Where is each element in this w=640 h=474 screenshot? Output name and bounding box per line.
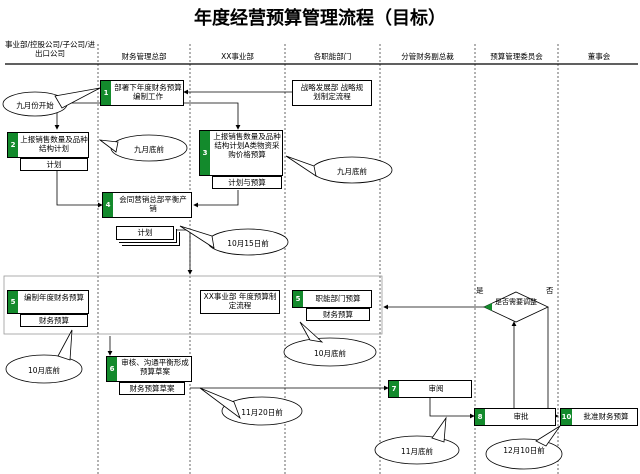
step-5a-label: 编制年度财务预算 [24, 293, 84, 302]
step-5b-label: 职能部门预算 [315, 294, 361, 303]
step-2-doc: 计划 [20, 158, 88, 171]
step-6-number: 6 [107, 357, 117, 381]
step-4-doc: 计划 [116, 226, 174, 240]
lane-header-functional-depts: 各职能部门 [313, 52, 352, 61]
decision-label: 是否需要调整 [495, 298, 537, 306]
xx-budget-process-box [200, 290, 280, 314]
note-nov-end: 11月底前 [400, 447, 434, 456]
step-6-box [106, 356, 192, 382]
step-8-label: 审批 [513, 412, 529, 421]
decision-no-label: 否 [546, 286, 554, 295]
note-oct-end-2: 10月底前 [313, 349, 347, 358]
note-oct-end-1: 10月底前 [27, 366, 61, 375]
step-5a-number: 5 [8, 291, 18, 313]
step-2-box [7, 132, 89, 158]
step-3-box [199, 130, 283, 176]
step-4-number: 4 [103, 193, 113, 217]
step-10-box [560, 408, 638, 426]
step-1-number: 1 [101, 81, 111, 105]
step-8-box [474, 408, 556, 426]
step-5a-box [7, 290, 89, 314]
strategy-process-box [292, 80, 372, 106]
note-dec-10: 12月10日前 [503, 446, 545, 455]
lane-header-finance-hq: 财务管理总部 [121, 52, 167, 61]
step-7-box [388, 380, 472, 398]
note-sep-start: 九月份开始 [16, 101, 54, 110]
step-6-label: 审核、沟通平衡形成预算草案 [121, 358, 189, 376]
note-oct-15: 10月15日前 [227, 239, 269, 248]
step-5b-box [292, 290, 372, 308]
lane-header-board: 董事会 [587, 52, 611, 61]
step-8-number: 8 [475, 409, 485, 425]
step-5b-number: 5 [293, 291, 303, 307]
step-1-label: 部署下年度财务预算编制工作 [114, 83, 182, 101]
step-5a-doc: 财务预算 [20, 314, 88, 327]
lane-header-xx-division: XX事业部 [221, 52, 254, 61]
note-sep-end-1: 九月底前 [134, 145, 164, 154]
diagram-title: 年度经营预算管理流程（目标） [194, 8, 446, 29]
note-nov-20: 11月20日前 [241, 408, 283, 417]
xx-budget-process-label: XX事业部 年度预算制定流程 [203, 292, 277, 310]
step-3-doc: 计划与预算 [212, 176, 282, 189]
note-sep-end-2: 九月底前 [337, 167, 367, 176]
step-2-number: 2 [8, 133, 18, 157]
lane-header-finance-vp: 分管财务副总裁 [401, 52, 454, 61]
step-2-label: 上报销售数量及品种结构计划 [20, 135, 88, 153]
step-10-number: 10 [561, 409, 572, 425]
decision-yes-label: 是 [476, 286, 484, 295]
strategy-process-label: 战略发展部 战略规划制定流程 [300, 83, 364, 101]
step-4-label: 会同营销总部平衡产销 [119, 195, 187, 213]
step-5b-doc: 财务预算 [306, 308, 370, 321]
lane-header-business-units: 事业部/控股公司/子公司/进出口公司 [4, 40, 96, 58]
step-1-box [100, 80, 184, 106]
step-10-label: 批准财务预算 [583, 412, 629, 421]
step-3-label: 上报销售数量及品种结构计划A类物资采购价格预算 [213, 132, 281, 159]
step-7-number: 7 [389, 381, 399, 397]
step-4-box [102, 192, 192, 218]
step-7-label: 审阅 [428, 384, 444, 393]
lane-header-budget-committee: 预算管理委员会 [490, 52, 543, 61]
step-3-number: 3 [200, 131, 210, 175]
step-6-doc: 财务预算草案 [119, 382, 185, 395]
